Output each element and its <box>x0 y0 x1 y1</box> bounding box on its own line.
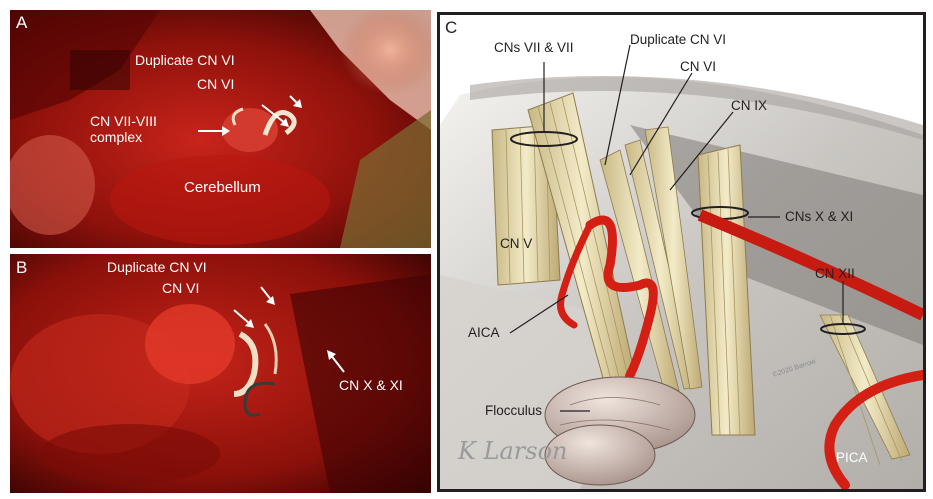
label-cns-x-xi: CNs X & XI <box>785 209 854 224</box>
label-flocculus: Flocculus <box>485 403 543 418</box>
panel-a-photo: A Duplicate CN VI CN VI CN VII-VIII comp… <box>10 10 431 248</box>
artist-signature: K Larson <box>458 437 568 465</box>
panel-c-illustration: C CNs VII & VII Duplicate CN VI CN VI CN… <box>437 12 926 492</box>
panel-a-image <box>10 10 431 248</box>
label-cn-vii-viii-a: CN VII-VIII <box>90 113 157 129</box>
label-duplicate-cn-vi-b: Duplicate CN VI <box>107 259 207 275</box>
panel-b-photo: B Duplicate CN VI CN VI CN X & XI <box>10 254 431 493</box>
label-pica: PICA <box>836 450 868 465</box>
label-cn-vi-b: CN VI <box>162 280 200 296</box>
panel-letter-c: C <box>445 18 458 37</box>
label-duplicate-cn-vi-a: Duplicate CN VI <box>135 52 235 68</box>
label-cn-xii: CN XII <box>815 266 855 281</box>
label-complex-a: complex <box>90 129 143 145</box>
label-cn-v: CN V <box>500 236 533 251</box>
label-cerebellum: Cerebellum <box>184 179 261 196</box>
panel-c-image <box>440 15 923 489</box>
label-cns-vii-vii: CNs VII & VII <box>494 40 574 55</box>
label-aica: AICA <box>468 325 500 340</box>
label-duplicate-cn-vi-c: Duplicate CN VI <box>630 32 727 47</box>
label-cn-ix: CN IX <box>731 98 768 113</box>
panel-letter-b: B <box>16 258 28 277</box>
panel-b-image <box>10 254 431 493</box>
panel-letter-a: A <box>16 13 28 32</box>
label-cn-x-xi-b: CN X & XI <box>339 377 403 393</box>
label-cn-vi-a: CN VI <box>197 76 235 92</box>
label-cn-vi-c: CN VI <box>680 59 717 74</box>
